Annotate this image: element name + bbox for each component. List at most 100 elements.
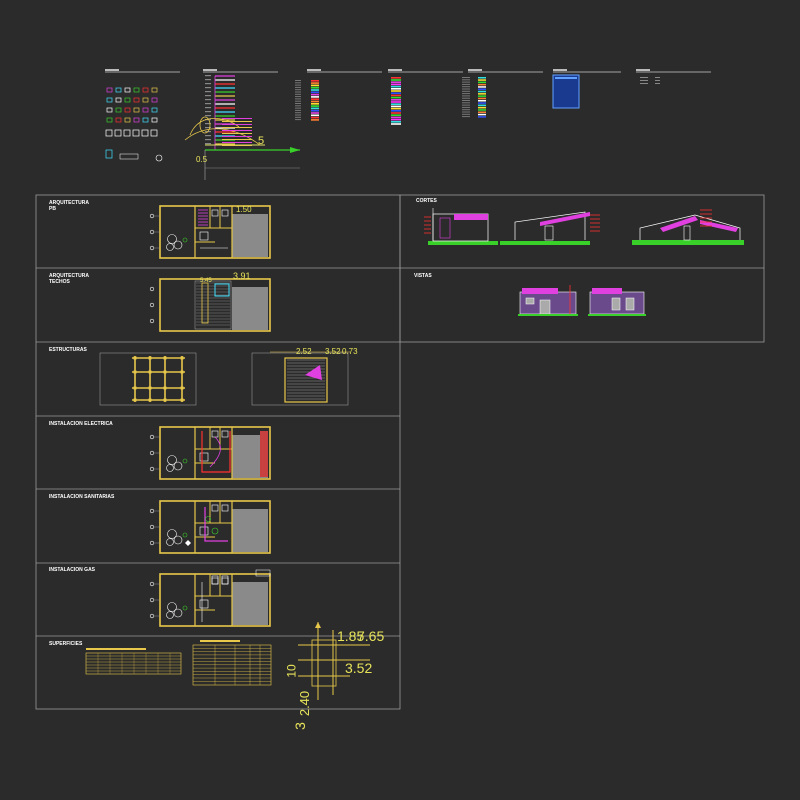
plan-circuit [201, 431, 231, 473]
legend-color-swatch [311, 119, 319, 121]
label-vistas: VISTAS [414, 273, 432, 279]
legend-color-label [462, 113, 470, 115]
legend-linetype-label [205, 119, 211, 121]
legend-linetype-label [205, 91, 211, 93]
label-estructuras: ESTRUCTURAS [49, 347, 87, 353]
legend-hatch [222, 133, 252, 134]
roof-axis-marker [149, 318, 155, 324]
struct-column [133, 370, 137, 374]
legend-symbol [133, 117, 140, 123]
legend-linetype-label [205, 115, 211, 117]
legend-linetype-label [205, 83, 211, 85]
plan-tree [167, 602, 177, 612]
legend-note [655, 80, 660, 81]
legend-color-swatch [478, 81, 486, 84]
legend-color-label [295, 84, 301, 86]
struct-column [180, 370, 184, 374]
legend-symbol [124, 97, 131, 103]
legend-header-text [553, 69, 567, 71]
legend-symbol [115, 87, 122, 93]
legend-color-label [295, 107, 301, 109]
dimension-techos-a: 3.91 [233, 271, 251, 281]
legend-linetype-label [205, 79, 211, 81]
frame-left-column [35, 194, 401, 710]
dimension-superficies-d: 2.40 [297, 690, 313, 717]
legend-color-swatch [391, 94, 401, 97]
legend-header-text [636, 69, 650, 71]
legend-color-swatch [391, 105, 401, 108]
plan-garage [232, 582, 268, 625]
legend-symbol [151, 117, 158, 123]
legend-color-label [462, 109, 470, 111]
dimension-estructuras-a: 2.52 [296, 347, 312, 356]
legend-color-swatch [391, 85, 401, 88]
legend-ellipse [199, 116, 211, 134]
struct-mark [305, 365, 322, 380]
plan-note-box [255, 569, 271, 577]
legend-color-swatch [478, 100, 486, 102]
sheet-frames [35, 194, 765, 710]
legend-header-text [105, 69, 119, 71]
legend-color-swatch [391, 114, 401, 116]
vista-1-door [539, 299, 551, 315]
legend-symbol [106, 107, 113, 113]
plan-arquitectura-pb [149, 205, 271, 259]
struct-frame-a [99, 352, 197, 406]
struct-column [148, 386, 152, 390]
legend-color-swatch [391, 79, 401, 81]
plan-shrub [182, 458, 188, 464]
legend-color-swatch [391, 112, 401, 114]
legend-header-text [203, 69, 217, 71]
dimension-estructuras-b: 3.52 [325, 347, 341, 356]
legend-color-swatch [311, 107, 319, 110]
plan-tree [173, 535, 183, 545]
legend-symbol-box [114, 129, 122, 137]
struct-column [163, 370, 167, 374]
legend-color-label [462, 106, 470, 108]
legend-color-swatch [311, 105, 319, 107]
plan-axis-marker [149, 213, 155, 219]
legend-symbol [151, 107, 158, 113]
legend-symbol [115, 97, 122, 103]
legend-symbol [124, 87, 131, 93]
label-arquitectura-pb: ARQUITECTURA PB [49, 200, 89, 212]
plan-fixture [211, 430, 219, 438]
legend-color-swatch [391, 88, 401, 90]
plan-arquitectura-techos [149, 278, 271, 332]
legend-color-swatch [478, 93, 486, 95]
superficies-dimension-cluster [298, 622, 370, 700]
legend-color-swatch [478, 111, 486, 113]
struct-column [180, 398, 184, 402]
legend-symbol [124, 117, 131, 123]
struct-column [133, 356, 137, 360]
dimension-legend-b: 5 [258, 135, 265, 147]
drawing-vistas [518, 285, 646, 316]
legend-linetype-label [205, 87, 211, 89]
legend-color-swatch [311, 84, 319, 87]
struct-column [148, 370, 152, 374]
legend-symbol [142, 117, 149, 123]
legend-color-label [295, 82, 301, 84]
legend-color-swatch [311, 109, 319, 112]
corte-3-roof [700, 220, 738, 232]
dimension-legend-a: 0.5 [196, 155, 208, 164]
legend-symbol [106, 97, 113, 103]
corte-3-body [639, 214, 741, 240]
struct-column [163, 398, 167, 402]
dimension-superficies-c: 3.52 [345, 660, 373, 676]
legend-color-label [462, 93, 470, 95]
plan-shrub [182, 605, 188, 611]
legend-color-label [462, 104, 470, 106]
legend-linetype-label [205, 107, 211, 109]
plan-circuit [209, 436, 221, 468]
legend-color-swatch [311, 96, 319, 98]
legend-linetype-label [205, 127, 211, 129]
plan-axis-marker [149, 613, 155, 619]
vista-1-roof [522, 288, 558, 294]
legend-color-label [462, 100, 470, 101]
plan-axis-marker [149, 524, 155, 530]
dim-cluster-box [311, 639, 337, 687]
table-right-title [200, 640, 240, 642]
corte-2-door [544, 225, 554, 241]
